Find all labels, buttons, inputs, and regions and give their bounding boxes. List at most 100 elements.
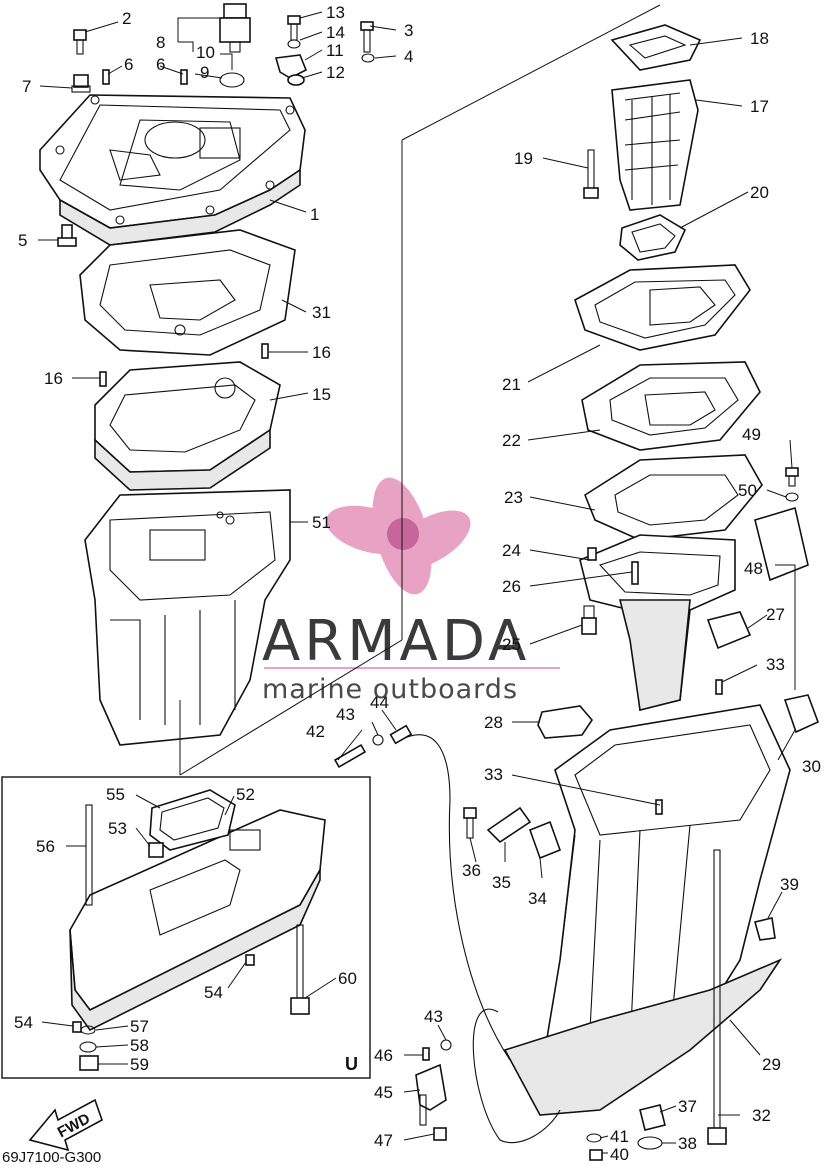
dowel-pin-part-6 xyxy=(102,69,188,85)
callout-18: 18 xyxy=(750,29,769,48)
callout-15: 15 xyxy=(312,385,331,404)
callout-21: 21 xyxy=(502,375,521,394)
callout-11: 11 xyxy=(326,41,344,60)
bushing-part-34 xyxy=(528,820,562,860)
callout-12: 12 xyxy=(326,63,345,82)
callout-40: 40 xyxy=(610,1145,629,1164)
callout-53: 53 xyxy=(108,819,127,838)
joint-part-42 xyxy=(333,743,367,769)
callout-30: 30 xyxy=(802,757,821,776)
damper-part-27 xyxy=(706,611,752,650)
callout-49: 49 xyxy=(742,425,761,444)
callout-50: 50 xyxy=(738,481,757,500)
callout-6b: 6 xyxy=(156,55,165,74)
nut-part-12 xyxy=(287,74,305,86)
bolt-part-60 xyxy=(290,997,310,1015)
lower-casing-part-29 xyxy=(503,679,791,1116)
callout-20: 20 xyxy=(750,183,769,202)
washer-part-4 xyxy=(361,53,375,63)
callout-55: 55 xyxy=(106,785,125,804)
callout-labels: 2 7 6 6 8 10 9 13 14 11 12 3 4 1 5 31 16… xyxy=(14,3,821,1164)
section-boundary-lines xyxy=(179,4,661,776)
callout-34: 34 xyxy=(528,889,547,908)
callout-36: 36 xyxy=(462,861,481,880)
callout-60: 60 xyxy=(338,969,357,988)
callout-58: 58 xyxy=(130,1036,149,1055)
gasket-part-23 xyxy=(584,454,763,541)
bolt-part-49 xyxy=(785,467,799,487)
callout-54a: 54 xyxy=(204,983,223,1002)
callout-31: 31 xyxy=(312,303,331,322)
bolt-part-32 xyxy=(707,849,727,1145)
pin-part-46 xyxy=(422,1047,430,1061)
callout-2: 2 xyxy=(122,9,131,28)
callout-41: 41 xyxy=(610,1127,629,1146)
callout-47: 47 xyxy=(374,1131,393,1150)
pin-part-54 xyxy=(245,954,255,966)
gasket-part-31 xyxy=(79,229,296,356)
drain-screw-part-7 xyxy=(71,74,91,93)
o-ring-part-38 xyxy=(637,1136,663,1150)
stud-part-56 xyxy=(85,804,93,906)
callout-23: 23 xyxy=(504,488,523,507)
bolt-part-47 xyxy=(433,1127,447,1141)
armada-watermark: ARMADA marine outboards xyxy=(262,477,560,705)
callout-33a: 33 xyxy=(766,655,785,674)
clamp-part-43 xyxy=(372,734,452,1051)
sensor-part-8 xyxy=(219,3,251,53)
gasket-part-35 xyxy=(486,806,532,844)
inset-corner-letter: U xyxy=(345,1054,358,1074)
callout-43b: 43 xyxy=(424,1007,443,1026)
callout-59: 59 xyxy=(130,1055,149,1074)
callout-16a: 16 xyxy=(312,343,331,362)
plug-part-53 xyxy=(148,842,164,858)
fitting-part-26 xyxy=(587,547,597,561)
screw-part-36 xyxy=(463,807,477,839)
callout-38: 38 xyxy=(678,1134,697,1153)
gasket-part-21 xyxy=(574,264,751,351)
callout-39: 39 xyxy=(780,875,799,894)
water-hose-part-44 xyxy=(389,724,561,1144)
grommet-part-37 xyxy=(639,1104,666,1131)
callout-51: 51 xyxy=(312,513,331,532)
washer-part-50 xyxy=(785,492,799,502)
callout-33b: 33 xyxy=(484,765,503,784)
upper-casing-part-51 xyxy=(84,489,291,746)
bolt-part-2 xyxy=(73,29,87,55)
gasket-part-18 xyxy=(610,24,702,71)
callout-52: 52 xyxy=(236,785,255,804)
exhaust-manifold-part-17 xyxy=(611,79,699,211)
callout-22: 22 xyxy=(502,431,521,450)
callout-25: 25 xyxy=(502,635,521,654)
callout-35: 35 xyxy=(492,873,511,892)
callout-44: 44 xyxy=(370,693,389,712)
callout-8: 8 xyxy=(156,33,165,52)
callout-46: 46 xyxy=(374,1046,393,1065)
bolt-part-5 xyxy=(57,224,77,247)
callout-17: 17 xyxy=(750,97,769,116)
washer-part-41 xyxy=(586,1133,602,1143)
callout-5: 5 xyxy=(18,231,27,250)
cover-part-48 xyxy=(754,506,809,582)
callout-48: 48 xyxy=(744,559,763,578)
callout-leader-lines xyxy=(38,11,796,1154)
callout-16b: 16 xyxy=(44,369,63,388)
drawing-code: 69J7100-G300 xyxy=(2,1149,101,1166)
callout-19: 19 xyxy=(514,149,533,168)
bolt-part-19 xyxy=(583,149,599,199)
grommet-part-30 xyxy=(783,694,820,734)
callout-26: 26 xyxy=(502,577,521,596)
bolt-part-25 xyxy=(581,605,597,635)
callout-7: 7 xyxy=(22,77,31,96)
inset-panel: U xyxy=(1,776,371,1079)
bolt-part-13 xyxy=(287,15,301,41)
callout-27: 27 xyxy=(766,605,785,624)
callout-3: 3 xyxy=(404,21,413,40)
gasket-part-55 xyxy=(149,789,236,851)
bracket-part-11 xyxy=(274,54,308,79)
washer-part-14 xyxy=(287,39,301,49)
watermark-brand: ARMADA xyxy=(262,609,530,674)
clip-part-39 xyxy=(754,917,776,941)
gasket-part-20 xyxy=(619,214,687,261)
